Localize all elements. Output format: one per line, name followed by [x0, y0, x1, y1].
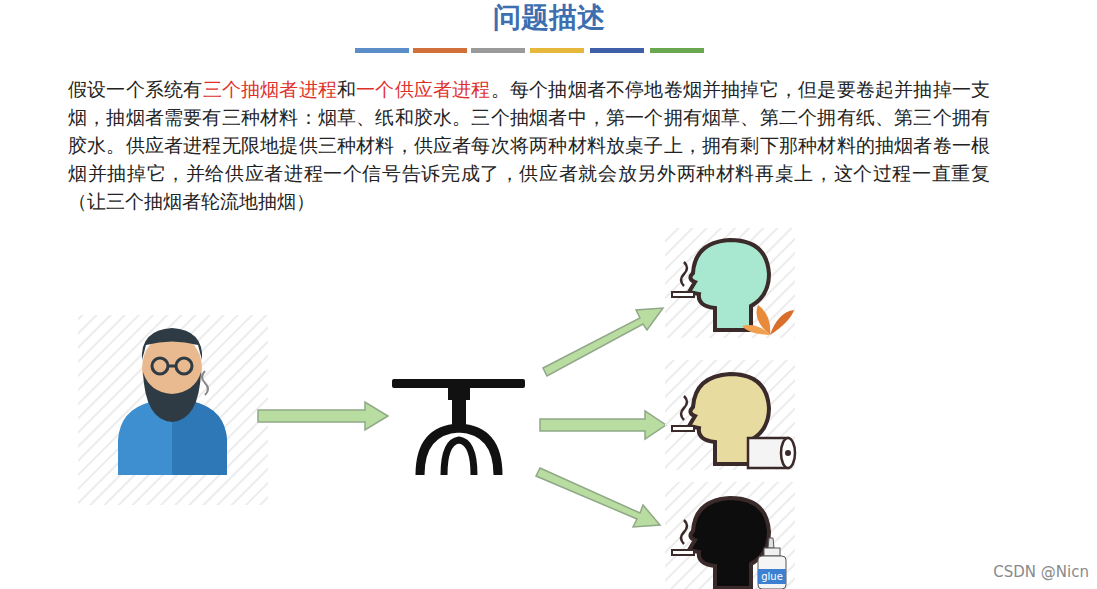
highlight-text: 一个供应者进程 — [356, 79, 491, 100]
smoker-tobacco — [665, 228, 795, 338]
body-text: 和 — [337, 79, 356, 100]
description-text: 假设一个系统有三个抽烟者进程和一个供应者进程。每个抽烟者不停地卷烟并抽掉它，但是… — [68, 76, 990, 216]
smoker-glue — [665, 482, 795, 589]
watermark: CSDN @Nicn — [993, 563, 1089, 581]
page-title: 问题描述 — [0, 0, 1097, 36]
color-bars — [355, 48, 704, 53]
flow-arrows — [258, 308, 666, 527]
smoker-paper — [665, 360, 795, 470]
supplier-figure — [78, 315, 268, 505]
highlight-text: 三个抽烟者进程 — [203, 79, 338, 100]
table-symbol — [392, 379, 525, 475]
bottle-label: glue — [761, 571, 783, 583]
body-text: 假设一个系统有 — [68, 79, 203, 100]
